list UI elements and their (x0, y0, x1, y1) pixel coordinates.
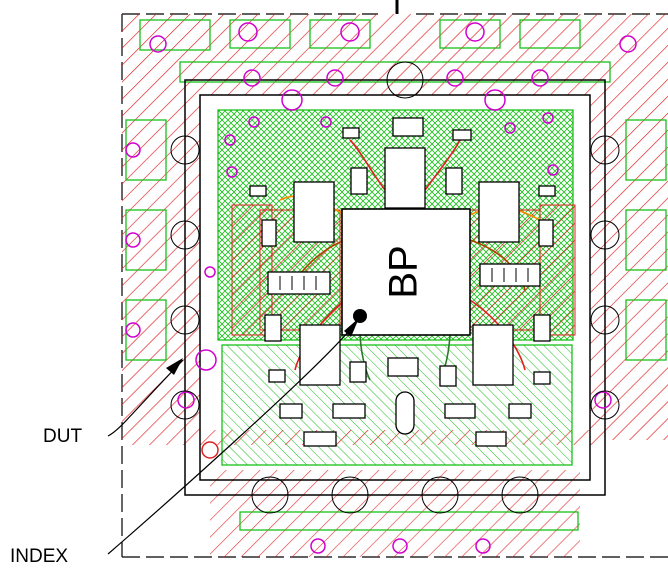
arrowheads (166, 318, 359, 375)
index-dot (353, 309, 367, 323)
smd-components (249, 117, 556, 447)
ground-copper (122, 14, 668, 557)
index-label: INDEX (10, 546, 68, 567)
chip-marking: BP (382, 245, 426, 298)
pad-marks (279, 268, 529, 290)
leader-lines (107, 321, 357, 555)
dut-label: DUT (43, 426, 82, 447)
dut-chip: BP (341, 208, 471, 336)
silkscreen-outer (125, 19, 667, 531)
edge-pads (170, 61, 620, 514)
via-holes (125, 22, 637, 554)
